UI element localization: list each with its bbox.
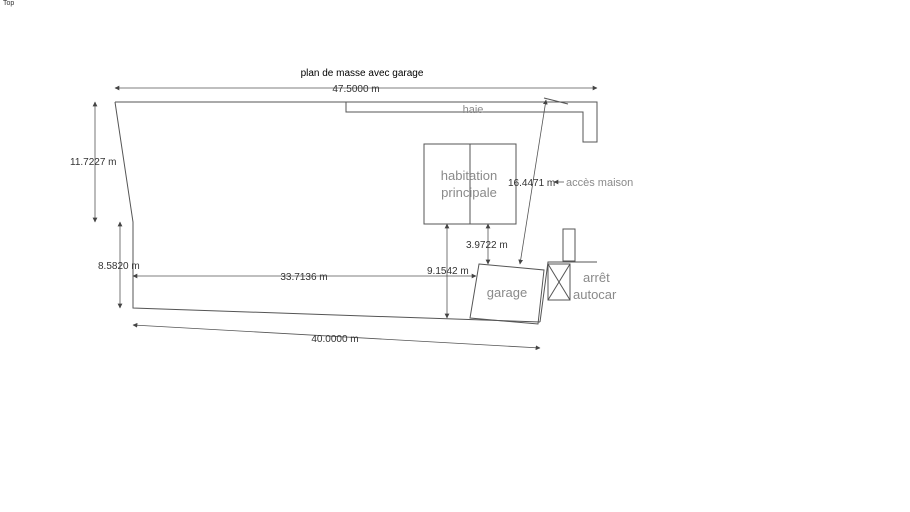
main-house [423,143,517,225]
dim-bottom-width: 40.0000 m [311,334,358,345]
hedge-label: haie [463,104,484,116]
dim-diagonal: 16.4471 m [508,178,555,189]
house-label-line1: habitation [441,168,497,183]
bus-stop-label-line1: arrêt [583,270,610,285]
dim-house-to-garage: 3.9722 m [466,240,508,251]
drawing-title: plan de masse avec garage [301,68,424,79]
dim-left-upper: 11.7227 m [70,157,117,168]
dimension-lines [92,85,598,351]
dim-garage-vertical: 9.1542 m [427,266,469,277]
house-label-line2: principale [441,185,497,200]
bus-stop [547,228,576,301]
hedge [345,97,598,143]
dim-mid-horizontal: 33.7136 m [280,272,327,283]
bus-stop-label-line2: autocar [573,287,617,302]
dim-top-width: 47.5000 m [332,84,379,95]
access-label: accès maison [566,177,633,189]
garage-label: garage [487,285,527,300]
dim-left-lower: 8.5820 m [98,261,140,272]
viewport-label: Top [3,0,15,7]
